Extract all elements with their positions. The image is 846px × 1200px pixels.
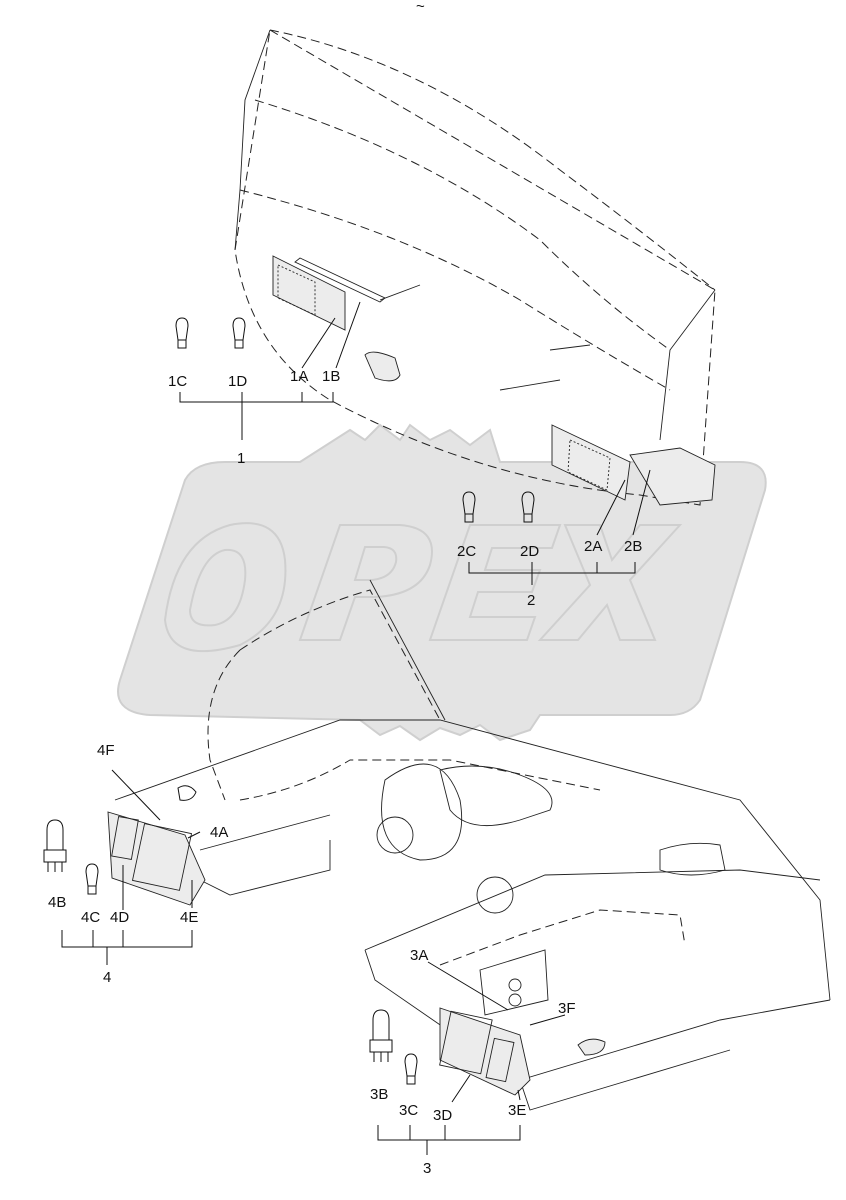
label-group-2: 2 (527, 592, 535, 609)
bulb-4b (43, 819, 67, 872)
label-3c: 3C (399, 1102, 418, 1119)
bulb-4c (85, 863, 99, 895)
label-4b: 4B (48, 894, 66, 911)
label-4d: 4D (110, 909, 129, 926)
label-3f: 3F (558, 1000, 576, 1017)
label-1d: 1D (228, 373, 247, 390)
label-4c: 4C (81, 909, 100, 926)
label-group-4: 4 (103, 969, 111, 986)
label-3a: 3A (410, 947, 428, 964)
top-mark: ~ (416, 0, 425, 15)
bracket-1 (179, 392, 334, 440)
label-3b: 3B (370, 1086, 388, 1103)
bulb-2c (462, 491, 476, 523)
opex-watermark (117, 423, 767, 742)
bulb-3b (369, 1009, 393, 1062)
label-3d: 3D (433, 1107, 452, 1124)
label-4e: 4E (180, 909, 198, 926)
label-2a: 2A (584, 538, 602, 555)
label-group-1: 1 (237, 450, 245, 467)
lamp-4 (107, 785, 206, 906)
bracket-3 (377, 1125, 521, 1155)
bulb-1d (232, 317, 246, 349)
label-4a: 4A (210, 824, 228, 841)
label-group-3: 3 (423, 1160, 431, 1177)
bulb-1c (175, 317, 189, 349)
cab-shell (234, 29, 716, 506)
bulb-3c (404, 1053, 418, 1085)
label-2c: 2C (457, 543, 476, 560)
label-4f: 4F (97, 742, 115, 759)
lamp-3 (439, 949, 606, 1096)
bracket-4 (61, 930, 193, 965)
label-2b: 2B (624, 538, 642, 555)
label-2d: 2D (520, 543, 539, 560)
label-1b: 1B (322, 368, 340, 385)
lamp-1 (272, 255, 401, 382)
label-1a: 1A (290, 368, 308, 385)
lamp-2 (551, 424, 716, 506)
bracket-2 (468, 562, 636, 585)
label-3e: 3E (508, 1102, 526, 1119)
bulb-2d (521, 491, 535, 523)
label-1c: 1C (168, 373, 187, 390)
